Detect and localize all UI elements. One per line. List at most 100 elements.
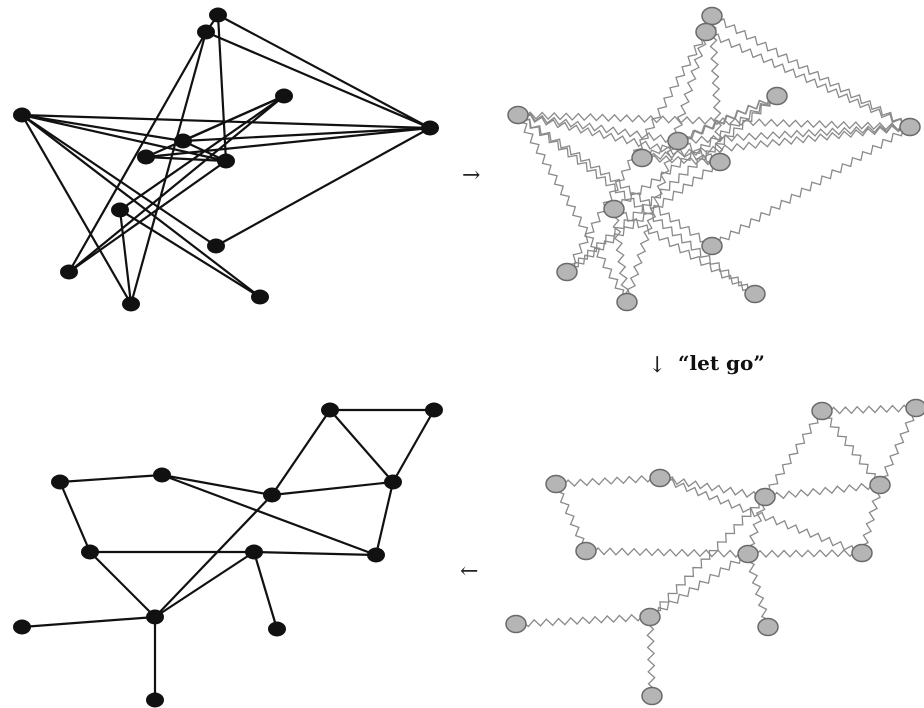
spring-edge — [555, 474, 661, 488]
spring-edge — [649, 496, 766, 618]
spring-edge — [708, 15, 724, 163]
spring-node — [695, 22, 717, 42]
spring-node — [505, 614, 527, 634]
graph-node — [146, 692, 164, 708]
graph-edge — [252, 551, 279, 630]
graph-edge — [118, 209, 133, 305]
graph-edge — [145, 155, 227, 163]
spring-node — [811, 401, 833, 421]
spring-node — [744, 284, 766, 304]
graph-edge — [21, 113, 184, 143]
spring-edge — [515, 613, 651, 628]
spring-node — [754, 487, 776, 507]
spring-edge — [566, 161, 721, 273]
graph-node — [425, 402, 443, 418]
graph-node — [13, 619, 31, 635]
spring-edge — [613, 208, 756, 295]
graph-edge — [205, 30, 431, 130]
spring-edge — [566, 95, 778, 273]
graph-edge — [68, 31, 207, 273]
spring-node — [616, 292, 638, 312]
graph-node — [217, 153, 235, 169]
panel-initial-layout — [13, 7, 439, 312]
spring-edge — [879, 407, 917, 486]
graph-node — [263, 487, 281, 503]
graph-node — [421, 120, 439, 136]
graph-edge — [145, 94, 285, 159]
spring-node — [641, 686, 663, 706]
graph-edge — [58, 481, 92, 553]
graph-edge — [154, 494, 273, 618]
spring-node — [869, 475, 891, 495]
spring-node — [701, 6, 723, 26]
graph-edge — [215, 127, 431, 247]
graph-node — [174, 133, 192, 149]
spring-edge — [711, 15, 911, 128]
graph-node — [111, 202, 129, 218]
graph-edge — [161, 473, 377, 557]
graph-edge — [68, 95, 285, 273]
graph-edge — [21, 114, 217, 247]
graph-edge — [271, 480, 394, 497]
graph-node — [384, 474, 402, 490]
graph-edge — [217, 14, 431, 129]
spring-edge — [764, 410, 823, 498]
spring-edge — [764, 481, 881, 501]
graph-edge — [89, 551, 156, 618]
graph-node — [60, 264, 78, 280]
spring-edge — [626, 31, 707, 303]
spring-edge — [641, 154, 721, 166]
spring-edge — [747, 549, 863, 558]
spring-edge — [517, 114, 628, 303]
panel-spring-equilibrium — [505, 398, 924, 706]
spring-node — [603, 199, 625, 219]
graph-edge — [59, 473, 163, 484]
graph-edge — [145, 126, 431, 159]
graph-node — [251, 289, 269, 305]
spring-edge — [517, 114, 756, 295]
graph-edge — [21, 114, 261, 298]
graph-edge — [21, 615, 156, 629]
spring-edge — [554, 483, 587, 552]
graph-node — [275, 88, 293, 104]
spring-node — [709, 152, 731, 172]
spring-node — [545, 474, 567, 494]
graph-node — [122, 296, 140, 312]
spring-node — [556, 262, 578, 282]
graph-node — [13, 107, 31, 123]
graph-edge — [68, 160, 227, 273]
spring-edge — [517, 111, 911, 131]
graph-node — [321, 402, 339, 418]
spring-node — [575, 541, 597, 561]
spring-node — [905, 398, 924, 418]
graph-edge — [21, 114, 132, 305]
spring-edge — [641, 94, 778, 160]
graph-edge — [161, 473, 273, 497]
arrow-down-icon: ↓ — [648, 353, 666, 378]
arrow-left-icon: ← — [460, 559, 478, 584]
graph-node — [146, 609, 164, 625]
graph-node — [268, 621, 286, 637]
spring-edge — [745, 496, 766, 555]
spring-edge — [659, 476, 766, 500]
spring-edge — [517, 114, 713, 247]
graph-node — [137, 149, 155, 165]
graph-edge — [271, 409, 331, 496]
graph-edge — [182, 126, 431, 143]
graph-edge — [329, 409, 394, 483]
graph-node — [209, 7, 227, 23]
spring-edge — [821, 404, 917, 415]
graph-node — [153, 467, 171, 483]
spring-edge — [610, 208, 630, 303]
graph-edge — [154, 551, 255, 618]
spring-edge — [566, 31, 707, 273]
spring-node — [851, 543, 873, 563]
spring-node — [737, 544, 759, 564]
spring-edge — [641, 123, 911, 162]
spring-node — [766, 86, 788, 106]
graph-node — [197, 24, 215, 40]
graph-node — [367, 547, 385, 563]
spring-edge — [859, 484, 882, 554]
spring-edge — [711, 126, 911, 247]
